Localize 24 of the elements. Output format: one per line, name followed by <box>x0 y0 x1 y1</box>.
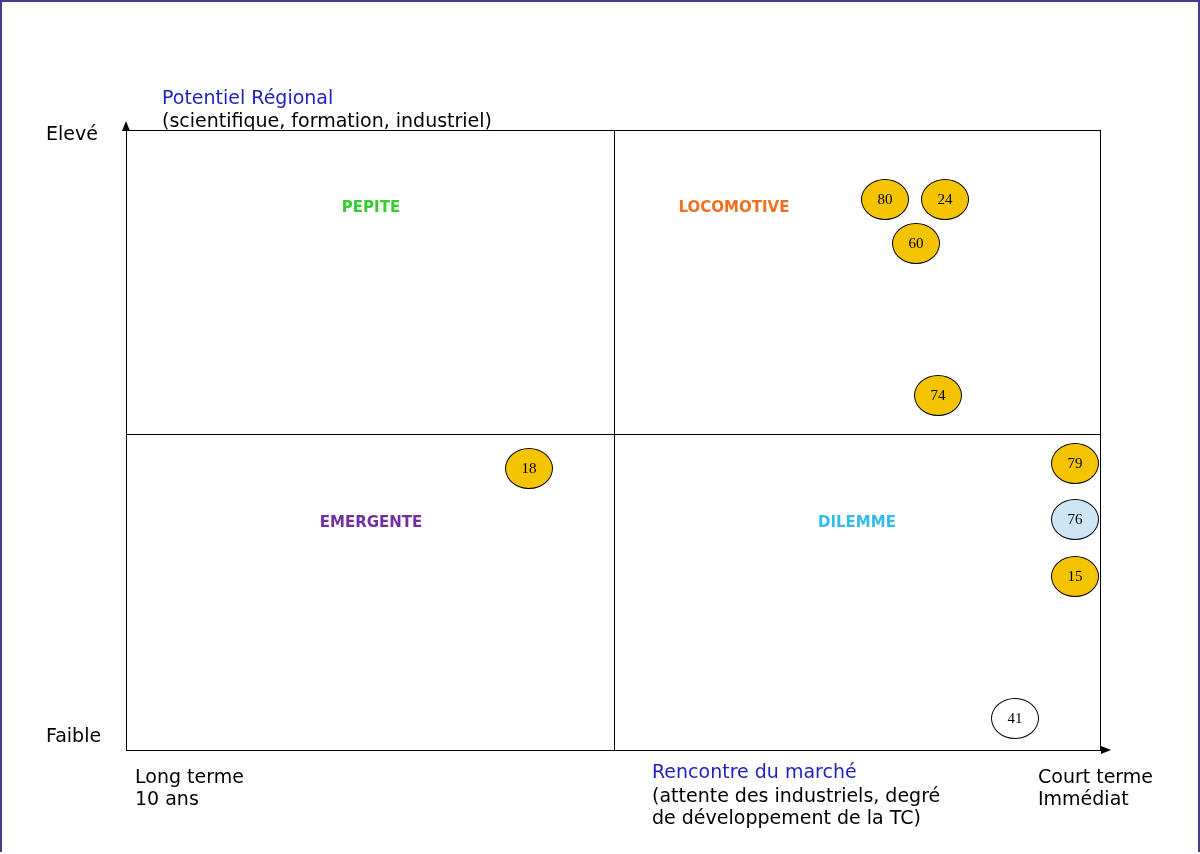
axis-label: Court terme Immédiat <box>1038 765 1155 809</box>
quadrant-title: LOCOMOTIVE <box>678 198 790 216</box>
number-circle: 80 <box>861 179 909 220</box>
axis-label: Faible <box>46 724 102 746</box>
number-circle: 60 <box>892 223 940 264</box>
quadrant-panel <box>614 434 1101 751</box>
axis-label: (scientifique, formation, industriel) <box>162 109 493 131</box>
quadrant-title: PEPITE <box>341 198 401 216</box>
axis-label: Elevé <box>46 122 98 144</box>
number-circle: 79 <box>1051 443 1099 484</box>
quadrant-panel <box>126 434 615 751</box>
quadrant-panel <box>614 130 1101 435</box>
quadrant-panel <box>126 130 615 435</box>
number-circle: 41 <box>991 698 1039 739</box>
quadrant-title: DILEMME <box>818 513 896 531</box>
number-circle: 74 <box>914 375 962 416</box>
number-circle: 76 <box>1051 499 1099 540</box>
number-circle: 24 <box>921 179 969 220</box>
number-circle: 18 <box>505 448 553 489</box>
axis-label: Long terme 10 ans <box>135 765 245 809</box>
axis-label: Potentiel Régional <box>162 86 335 108</box>
axis-label: (attente des industriels, degré de développement de la TC) <box>652 784 942 828</box>
quadrant-title: EMERGENTE <box>319 513 423 531</box>
number-circle: 15 <box>1051 556 1099 597</box>
